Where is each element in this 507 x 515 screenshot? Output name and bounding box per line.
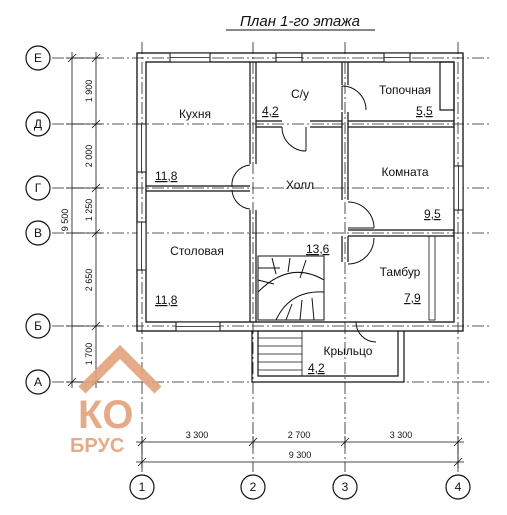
col-marker-1: [129, 474, 155, 500]
row-marker-v: [25, 220, 51, 246]
row-marker-d: [25, 111, 51, 137]
dim-h-2: 2 700: [288, 430, 311, 440]
door-swings: [231, 85, 377, 343]
dim-v-2: 2 000: [84, 145, 94, 168]
row-label-e: Е: [34, 51, 42, 65]
room-area-room: 9,5: [424, 207, 441, 221]
room-name-kitchen: Кухня: [179, 107, 211, 121]
staircase: [257, 255, 325, 321]
col-label-4: 4: [455, 480, 462, 494]
row-marker-a: [25, 369, 51, 395]
room-area-kitchen: 11,8: [155, 169, 178, 183]
dim-h-3: 3 300: [390, 430, 413, 440]
col-label-3: 3: [342, 480, 349, 494]
room-area-bathroom: 4,2: [262, 104, 279, 118]
room-name-boiler: Топочная: [379, 83, 431, 97]
logo-text-bottom: БРУС: [70, 435, 124, 457]
row-marker-b: [25, 313, 51, 339]
room-name-bathroom: С/у: [291, 87, 309, 101]
room-name-dining: Столовая: [170, 244, 224, 258]
horizontal-dimension-chain: [136, 436, 464, 468]
row-label-v: В: [34, 226, 42, 240]
dim-v-total: 9 500: [60, 209, 70, 232]
company-logo: КО БРУС: [70, 344, 162, 457]
row-label-g: Г: [35, 181, 42, 195]
plan-title: План 1-го этажа: [240, 13, 360, 30]
dim-h-total: 9 300: [289, 450, 312, 460]
row-marker-e: [25, 45, 51, 71]
room-area-boiler: 5,5: [416, 104, 433, 118]
col-marker-4: [445, 474, 471, 500]
room-name-room: Комната: [382, 165, 429, 179]
row-label-d: Д: [34, 117, 42, 131]
room-area-hall: 13,6: [306, 242, 330, 256]
room-labels: Кухня 11,8 Столовая 11,8 С/у 4,2 Холл 13…: [155, 83, 441, 375]
col-marker-3: [332, 474, 358, 500]
grid-lines: [52, 42, 490, 472]
logo-text-top: КО: [78, 393, 134, 437]
row-label-a: А: [34, 375, 42, 389]
row-label-b: Б: [34, 319, 42, 333]
col-label-1: 1: [139, 480, 146, 494]
column-markers: 1 2 3 4: [129, 474, 471, 500]
logo-roof-icon: [78, 344, 162, 394]
dim-v-5: 1 700: [84, 343, 94, 366]
porch: [251, 330, 405, 383]
interior-walls: [146, 61, 455, 322]
col-marker-2: [240, 474, 266, 500]
col-label-2: 2: [250, 480, 257, 494]
vertical-dimension-chain: [66, 52, 102, 388]
room-area-dining: 11,8: [155, 293, 178, 307]
row-markers: Е Д Г В Б А: [25, 45, 51, 395]
room-name-vestibule: Тамбур: [380, 265, 421, 279]
dim-v-1: 1 900: [84, 80, 94, 103]
room-area-vestibule: 7,9: [404, 291, 421, 305]
row-marker-g: [25, 175, 51, 201]
room-name-porch: Крыльцо: [324, 344, 373, 358]
dim-h-1: 3 300: [186, 430, 209, 440]
dim-v-4: 2 650: [84, 269, 94, 292]
dim-v-3: 1 250: [84, 199, 94, 222]
room-area-porch: 4,2: [308, 361, 325, 375]
room-name-hall: Холл: [286, 178, 314, 192]
windows: [136, 52, 464, 332]
